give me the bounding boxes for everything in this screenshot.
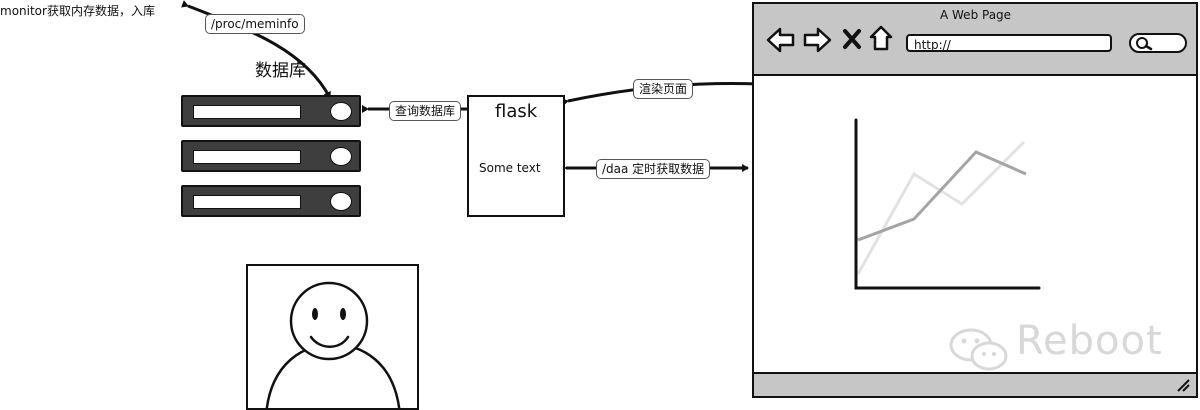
query-database-label: 查询数据库 <box>389 101 462 121</box>
flask-server-box: flask Some text <box>467 95 565 217</box>
monitor-label: monitor获取内存数据，入库 <box>0 4 155 18</box>
server-rack-2 <box>181 140 361 172</box>
flask-body-text: Some text <box>479 161 541 175</box>
avatar-smile <box>309 335 350 348</box>
rack-slot <box>193 105 301 119</box>
home-icon[interactable] <box>868 24 894 52</box>
wechat-logo-icon <box>949 328 1008 371</box>
avatar-eye-right <box>340 308 346 320</box>
rack-led <box>330 102 352 121</box>
rack-slot <box>193 150 301 164</box>
avatar-eye-left <box>312 308 318 320</box>
flask-title: flask <box>495 101 538 122</box>
chart-line-light <box>856 140 1026 275</box>
resize-grip-icon[interactable] <box>1176 378 1190 392</box>
user-avatar-frame <box>246 264 419 410</box>
user-avatar <box>265 281 401 408</box>
back-arrow-icon[interactable] <box>766 26 796 54</box>
browser-title: A Web Page <box>940 8 1012 22</box>
browser-status-bar <box>754 372 1196 396</box>
avatar-head <box>289 281 369 361</box>
forward-arrow-icon[interactable] <box>802 26 832 54</box>
server-rack-1 <box>181 95 361 127</box>
url-input[interactable]: http:// <box>906 34 1112 52</box>
close-x-icon[interactable] <box>842 28 862 50</box>
chart-line-dark <box>857 150 1027 242</box>
browser-window: A Web Page http:// <box>752 2 1198 398</box>
fetch-data-label: /daa 定时获取数据 <box>596 159 711 179</box>
browser-toolbar: A Web Page http:// <box>754 4 1196 76</box>
chart-axes <box>854 118 1041 290</box>
chart-sketch <box>854 118 1041 290</box>
search-field[interactable] <box>1129 33 1187 53</box>
watermark-text: Reboot <box>1016 318 1163 364</box>
proc-meminfo-label: /proc/meminfo <box>205 14 305 34</box>
search-icon <box>1136 37 1153 51</box>
rack-led <box>330 192 352 211</box>
render-page-label: 渲染页面 <box>633 79 694 99</box>
rack-led <box>330 147 352 166</box>
rack-slot <box>193 195 301 209</box>
server-rack-3 <box>181 185 361 217</box>
database-title: 数据库 <box>255 61 306 81</box>
